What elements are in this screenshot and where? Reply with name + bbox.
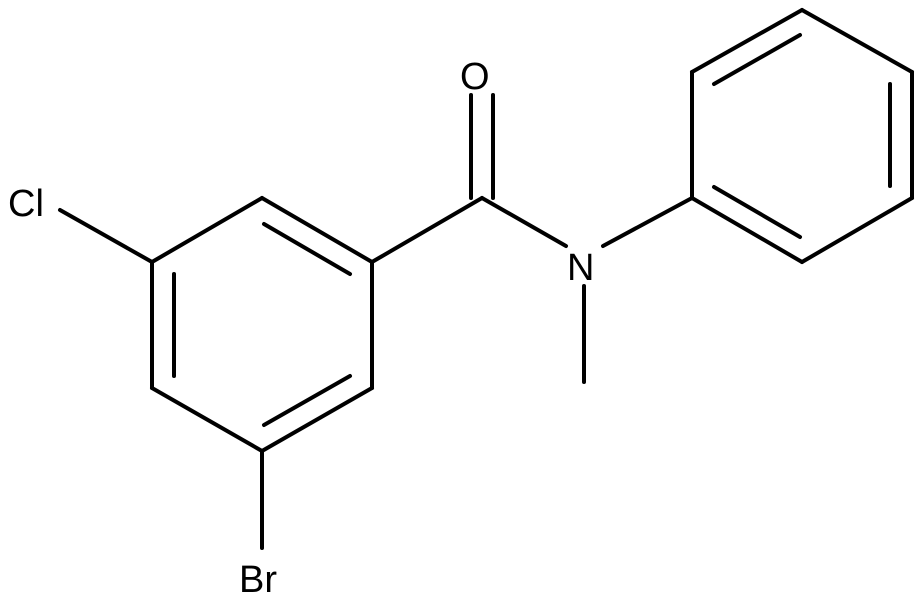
bond-ring-carbonyl-carbon	[370, 196, 484, 264]
ring-bond-c3-c4	[260, 386, 374, 453]
phenyl-bond-6	[690, 196, 804, 264]
bond-ring-chlorine	[58, 208, 154, 264]
phenyl-bond-2	[690, 8, 804, 74]
atom-label-oxygen: O	[460, 56, 490, 98]
phenyl-bond-2-inner	[712, 33, 802, 86]
bond-nitrogen-phenyl	[601, 196, 694, 248]
atom-label-bromine: Br	[239, 559, 277, 598]
ring-bond-c3-c4-inner	[262, 374, 352, 427]
ring-bond-c4-c5	[150, 386, 264, 453]
phenyl-bond-5	[800, 196, 914, 264]
atom-label-nitrogen: N	[567, 247, 594, 289]
ring-bond-c1-c2	[260, 196, 374, 264]
ring-bond-c1-c2-inner	[262, 222, 352, 276]
phenyl-ring	[690, 8, 914, 264]
chlorobromophenyl-ring	[150, 196, 374, 453]
bond-carbonyl-nitrogen	[480, 196, 568, 248]
phenyl-bond-3	[800, 8, 914, 74]
ring-bond-c6-c1	[150, 196, 264, 264]
atom-label-chlorine: Cl	[8, 183, 44, 225]
phenyl-bond-6-inner	[712, 185, 802, 239]
